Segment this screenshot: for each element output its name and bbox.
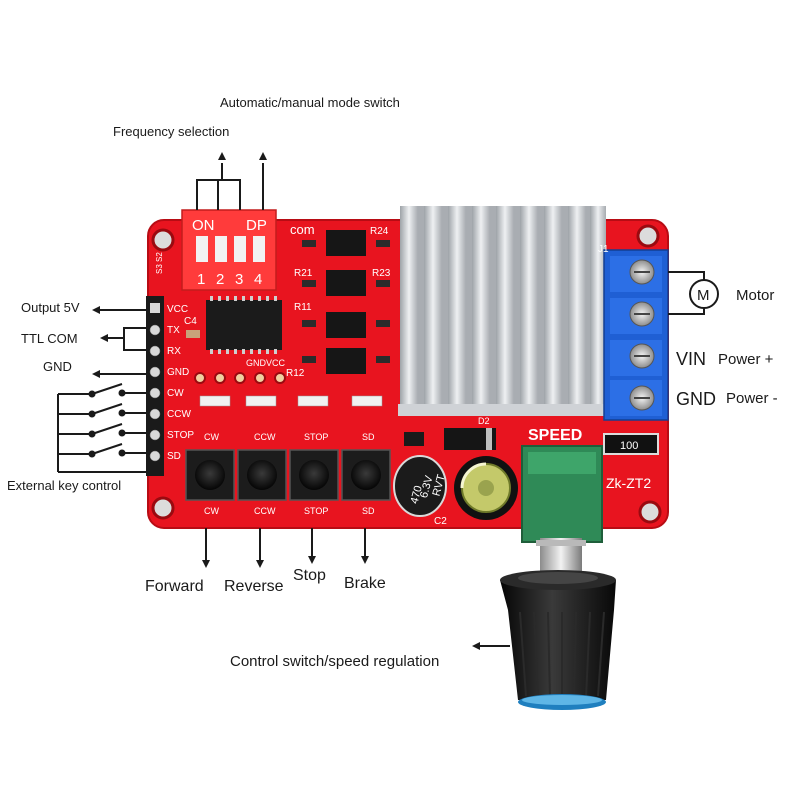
ref-r12: R12	[286, 368, 305, 379]
power-minus-label: Power -	[726, 390, 778, 407]
small-resistors	[302, 240, 390, 363]
dip-switch[interactable]: ON DP 1 2 3 4	[181, 209, 277, 291]
output-5v-label: Output 5V	[21, 300, 80, 315]
svg-text:RX: RX	[167, 346, 181, 357]
dip-number-1: 1	[197, 271, 205, 288]
capacitor-470: 470 6.3V RVT	[393, 455, 448, 517]
svg-text:100: 100	[620, 440, 638, 452]
potentiometer[interactable]	[521, 445, 603, 574]
ref-r24: R24	[370, 226, 389, 237]
dip-number-4: 4	[254, 271, 262, 288]
external-key-label: External key control	[7, 478, 122, 493]
ref-r21: R21	[294, 268, 313, 279]
ref-c4: C4	[184, 316, 197, 327]
brake-push-button	[341, 449, 391, 501]
svg-text:CCW: CCW	[254, 432, 276, 442]
forward-label: Forward	[145, 578, 204, 595]
switch-contacts	[88, 389, 126, 458]
ref-d2: D2	[478, 416, 490, 426]
svg-text:RVT: RVT	[431, 473, 448, 497]
speed-label: SPEED	[528, 427, 582, 444]
ref-r23: R23	[372, 268, 391, 279]
terminal-block[interactable]	[603, 249, 669, 421]
pin-header[interactable]	[146, 296, 164, 476]
heatsink	[398, 206, 608, 416]
motor-symbol: M	[689, 279, 719, 309]
motor-label: Motor	[736, 287, 775, 304]
ic-chip	[206, 296, 282, 354]
ttl-com-label: TTL COM	[21, 331, 78, 346]
mounting-holes	[151, 224, 662, 524]
ref-s-labels: S3 S2	[155, 252, 164, 274]
dip-number-2: 2	[216, 271, 224, 288]
callout-arrowheads	[92, 152, 480, 650]
svg-text:CW: CW	[167, 388, 184, 399]
svg-text:STOP: STOP	[304, 432, 328, 442]
ref-c2: C2	[434, 516, 447, 527]
ref-gndvcc: GNDVCC	[246, 358, 286, 368]
diode	[444, 428, 496, 450]
forward-push-button	[185, 449, 235, 501]
vin-label: VIN	[676, 349, 707, 369]
gnd-label-left: GND	[43, 359, 72, 374]
led-row	[199, 395, 383, 407]
svg-text:CW: CW	[204, 432, 219, 442]
model-label: Zk-ZT2	[606, 475, 651, 491]
frequency-label: Frequency selection	[113, 124, 230, 139]
dip-number-3: 3	[235, 271, 243, 288]
push-buttons[interactable]	[185, 449, 391, 501]
mosfet-group	[326, 230, 366, 374]
svg-text:SD: SD	[167, 451, 181, 462]
power-plus-label: Power +	[718, 351, 774, 368]
svg-text:CCW: CCW	[254, 506, 276, 516]
pin-names: VCC TX RX GND CW CCW STOP SD	[167, 304, 194, 462]
svg-text:STOP: STOP	[304, 506, 328, 516]
svg-text:SD: SD	[362, 432, 375, 442]
control-switch-label: Control switch/speed regulation	[230, 653, 440, 670]
svg-text:STOP: STOP	[167, 430, 194, 441]
svg-text:CW: CW	[204, 506, 219, 516]
via-row	[194, 372, 286, 384]
svg-text:CCW: CCW	[167, 409, 191, 420]
stop-label: Stop	[293, 567, 326, 584]
gnd-label-right: GND	[676, 389, 716, 409]
reverse-label: Reverse	[224, 578, 284, 595]
svg-text:VCC: VCC	[167, 304, 188, 315]
reverse-push-button	[237, 449, 287, 501]
svg-text:470: 470	[409, 484, 425, 505]
brake-label: Brake	[344, 575, 386, 592]
svg-text:SD: SD	[362, 506, 375, 516]
svg-text:TX: TX	[167, 325, 180, 336]
stop-push-button	[289, 449, 339, 501]
svg-text:6.3V: 6.3V	[418, 474, 436, 500]
mode-switch-label: Automatic/manual mode switch	[220, 95, 400, 110]
dip-on-text: ON	[192, 217, 215, 234]
power-resistor: 100	[603, 433, 659, 455]
button-row-labels-top: CW CCW STOP SD	[204, 432, 375, 442]
electrolytic-capacitor	[454, 456, 518, 520]
button-row-labels-bottom: CW CCW STOP SD	[204, 506, 375, 516]
callout-lines	[57, 163, 705, 647]
dip-dp-text: DP	[246, 217, 267, 234]
svg-text:M: M	[697, 287, 710, 304]
com-label: com	[290, 222, 315, 237]
ref-j1: J1	[598, 244, 609, 255]
knob[interactable]	[500, 570, 616, 710]
ref-r11: R11	[294, 302, 312, 313]
svg-text:GND: GND	[167, 367, 189, 378]
